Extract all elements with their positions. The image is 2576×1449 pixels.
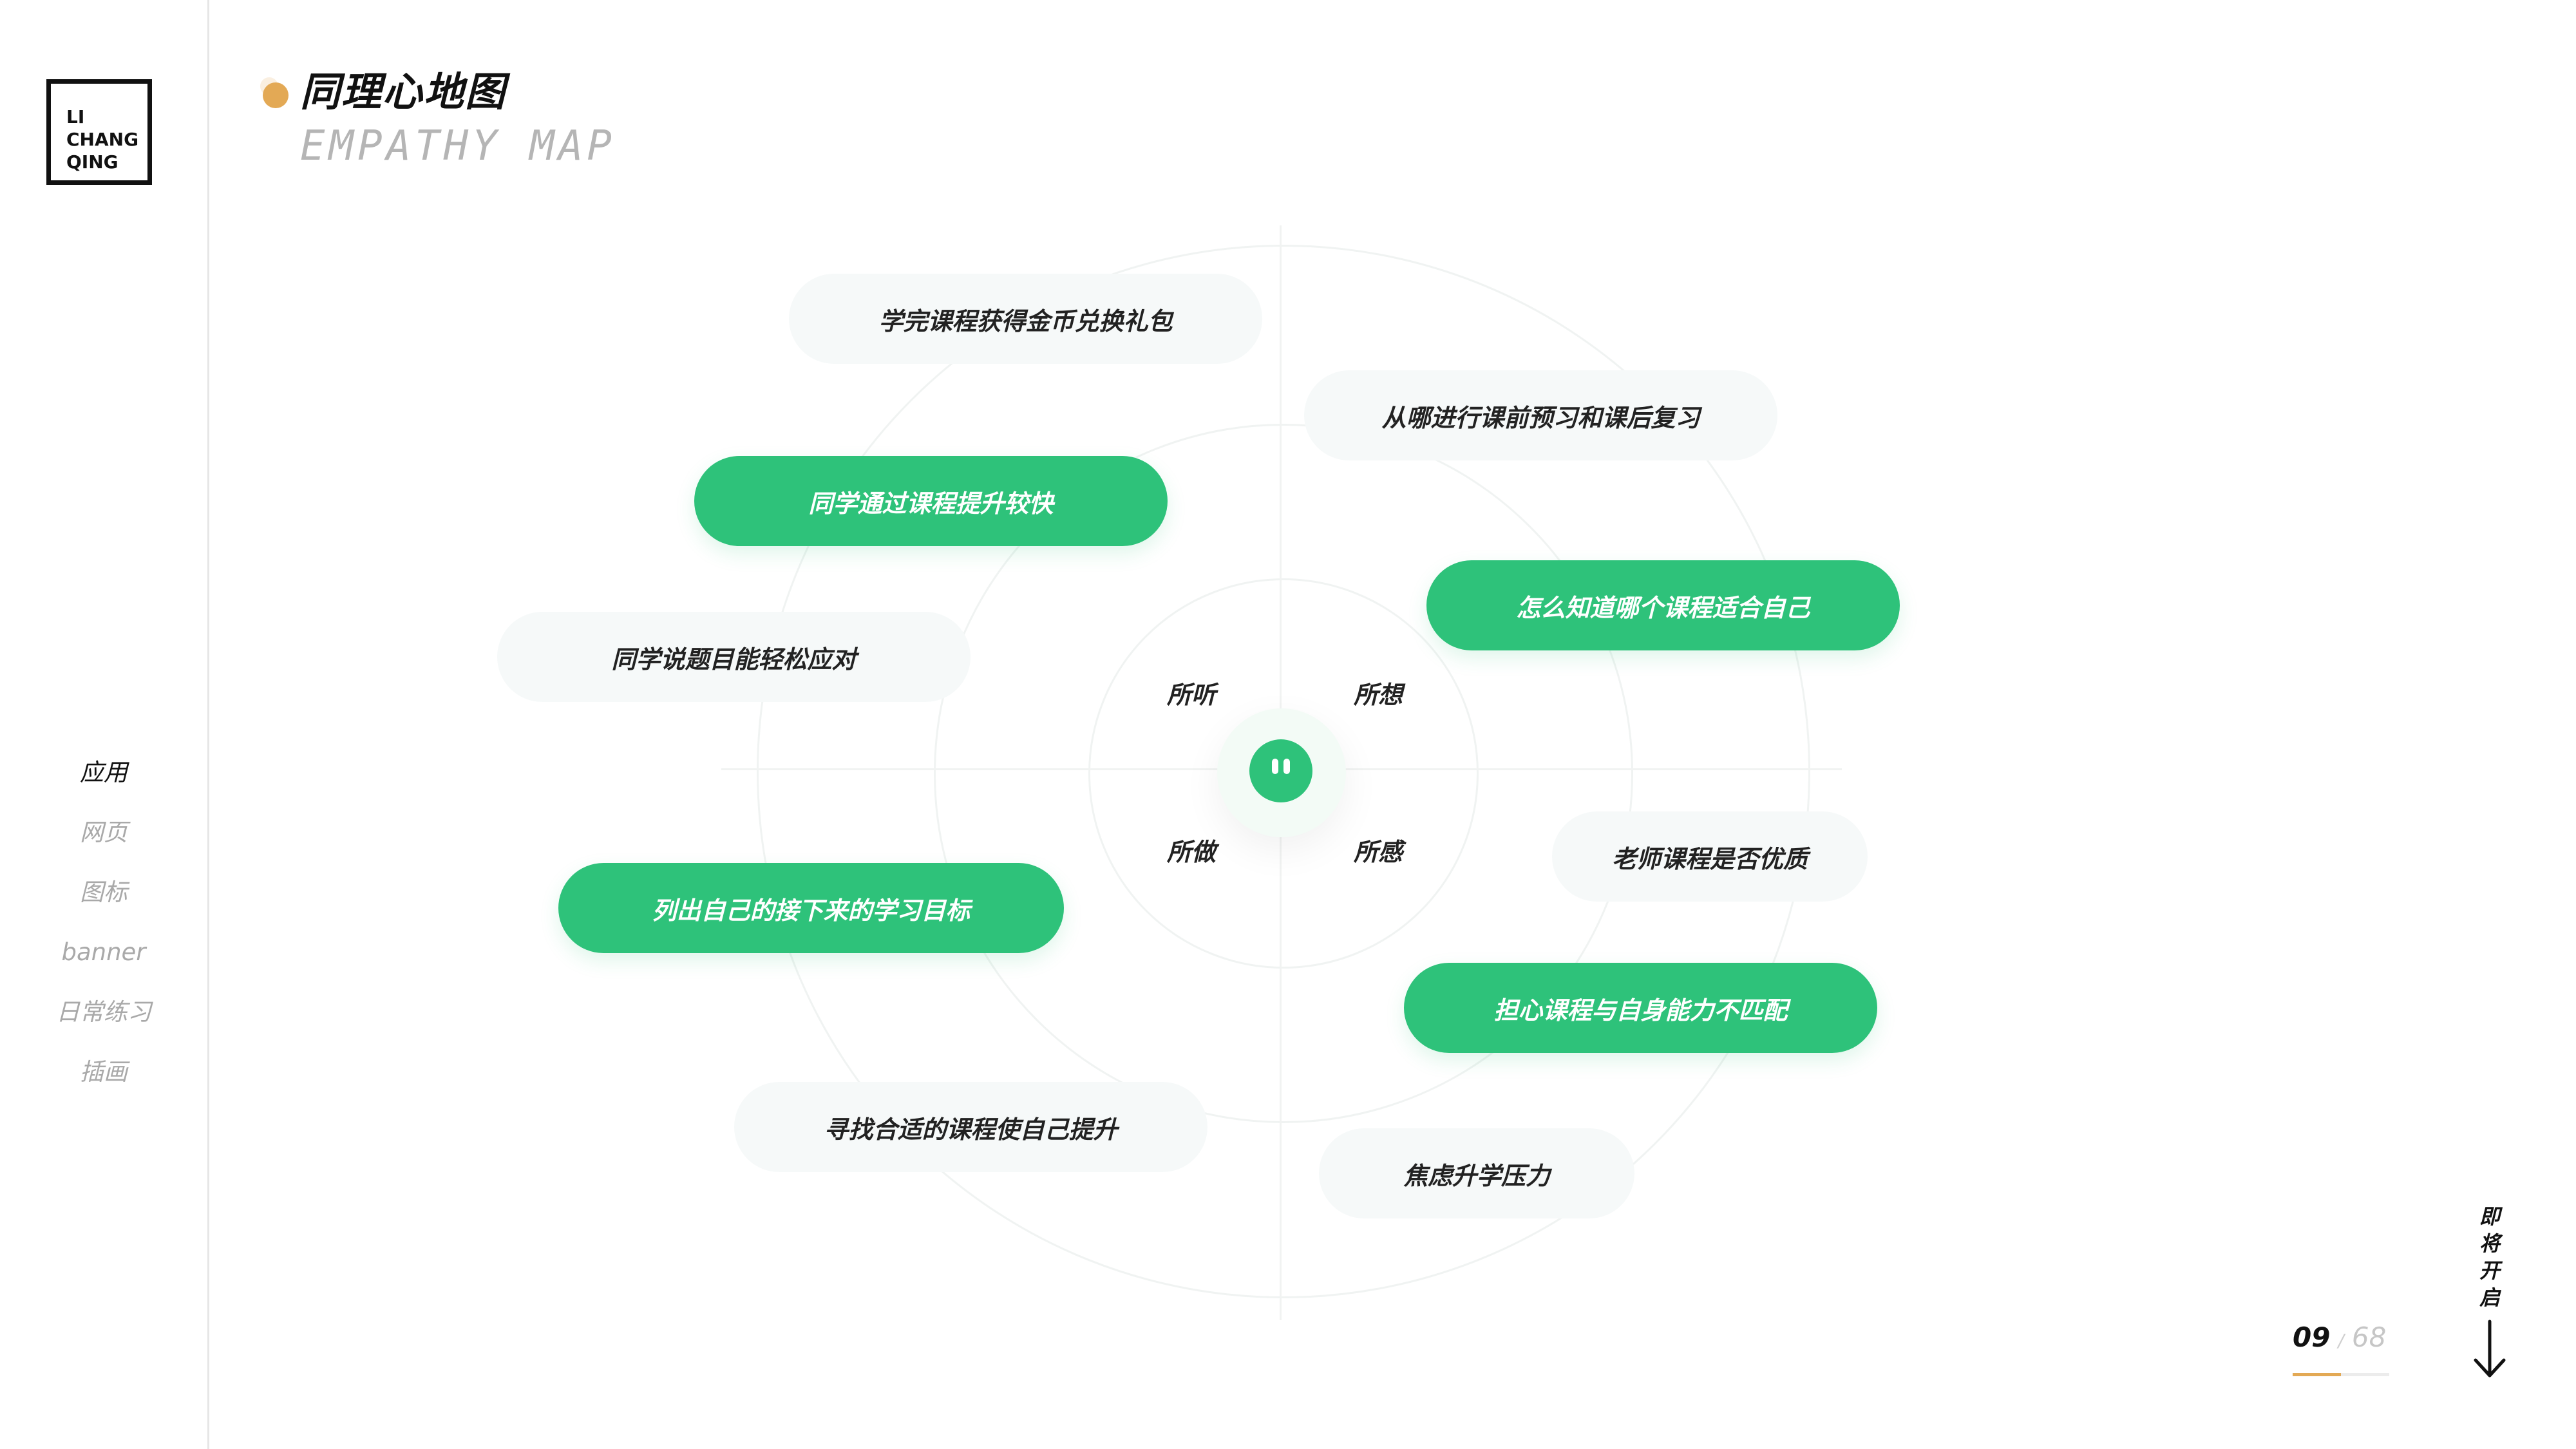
nav-item-web[interactable]: 网页 xyxy=(80,819,128,846)
logo[interactable]: LI CHANG QING xyxy=(46,79,152,185)
sidebar: LI CHANG QING 应用 网页 图标 banner 日常练习 插画 xyxy=(0,0,209,1449)
nav-item-app[interactable]: 应用 xyxy=(80,759,128,786)
card-questions-easy: 同学说题目能轻松应对 xyxy=(497,612,971,702)
ring-inner xyxy=(1088,578,1479,969)
pagination: 09 / 68 xyxy=(2293,1321,2386,1353)
quadrant-hear: 所听 xyxy=(1167,681,1217,709)
card-preview-review: 从哪进行课前预习和课后复习 xyxy=(1304,370,1777,460)
nav-item-icon[interactable]: 图标 xyxy=(80,878,128,906)
card-classmates-improve: 同学通过课程提升较快 xyxy=(694,456,1168,546)
page-current: 09 xyxy=(2293,1321,2331,1353)
arrow-down-icon[interactable] xyxy=(2470,1319,2509,1381)
face-icon xyxy=(1249,739,1312,802)
logo-line-3: QING xyxy=(66,151,118,173)
ring-middle xyxy=(934,424,1633,1123)
page-total: 68 xyxy=(2351,1321,2387,1353)
next-char-1: 即 xyxy=(2479,1204,2500,1229)
quadrant-do: 所做 xyxy=(1167,838,1217,866)
card-learning-goals: 列出自己的接下来的学习目标 xyxy=(558,863,1064,953)
right-eye xyxy=(1283,759,1290,774)
card-find-course: 寻找合适的课程使自己提升 xyxy=(734,1082,1208,1172)
nav-item-daily-practice[interactable]: 日常练习 xyxy=(56,998,151,1026)
nav-item-banner[interactable]: banner xyxy=(61,938,146,966)
card-exam-pressure: 焦虑升学压力 xyxy=(1319,1128,1634,1218)
page-subtitle: EMPATHY MAP xyxy=(300,122,616,170)
quadrant-feel: 所感 xyxy=(1354,838,1403,866)
quadrant-think: 所想 xyxy=(1354,681,1403,709)
next-char-2: 将 xyxy=(2479,1231,2500,1256)
logo-line-2: CHANG xyxy=(66,129,139,150)
next-char-3: 开 xyxy=(2479,1258,2500,1283)
next-char-4: 启 xyxy=(2479,1285,2500,1310)
card-ability-mismatch: 担心课程与自身能力不匹配 xyxy=(1404,963,1877,1053)
left-eye xyxy=(1272,759,1278,774)
next-section-label[interactable]: 即 将 开 启 xyxy=(2470,1203,2509,1311)
pagination-progress xyxy=(2293,1373,2389,1376)
page-title: 同理心地图 xyxy=(300,68,507,115)
title-dot-icon xyxy=(263,82,289,108)
card-teacher-quality: 老师课程是否优质 xyxy=(1552,811,1868,902)
pagination-progress-fill xyxy=(2293,1373,2341,1376)
ring-outer xyxy=(757,245,1810,1298)
page-separator: / xyxy=(2338,1330,2344,1351)
card-which-course-fits: 怎么知道哪个课程适合自己 xyxy=(1426,560,1900,650)
nav-item-illustration[interactable]: 插画 xyxy=(80,1058,128,1086)
card-gold-reward: 学完课程获得金币兑换礼包 xyxy=(789,274,1262,364)
logo-line-1: LI xyxy=(66,106,85,128)
sidebar-nav: 应用 网页 图标 banner 日常练习 插画 xyxy=(0,753,207,1113)
